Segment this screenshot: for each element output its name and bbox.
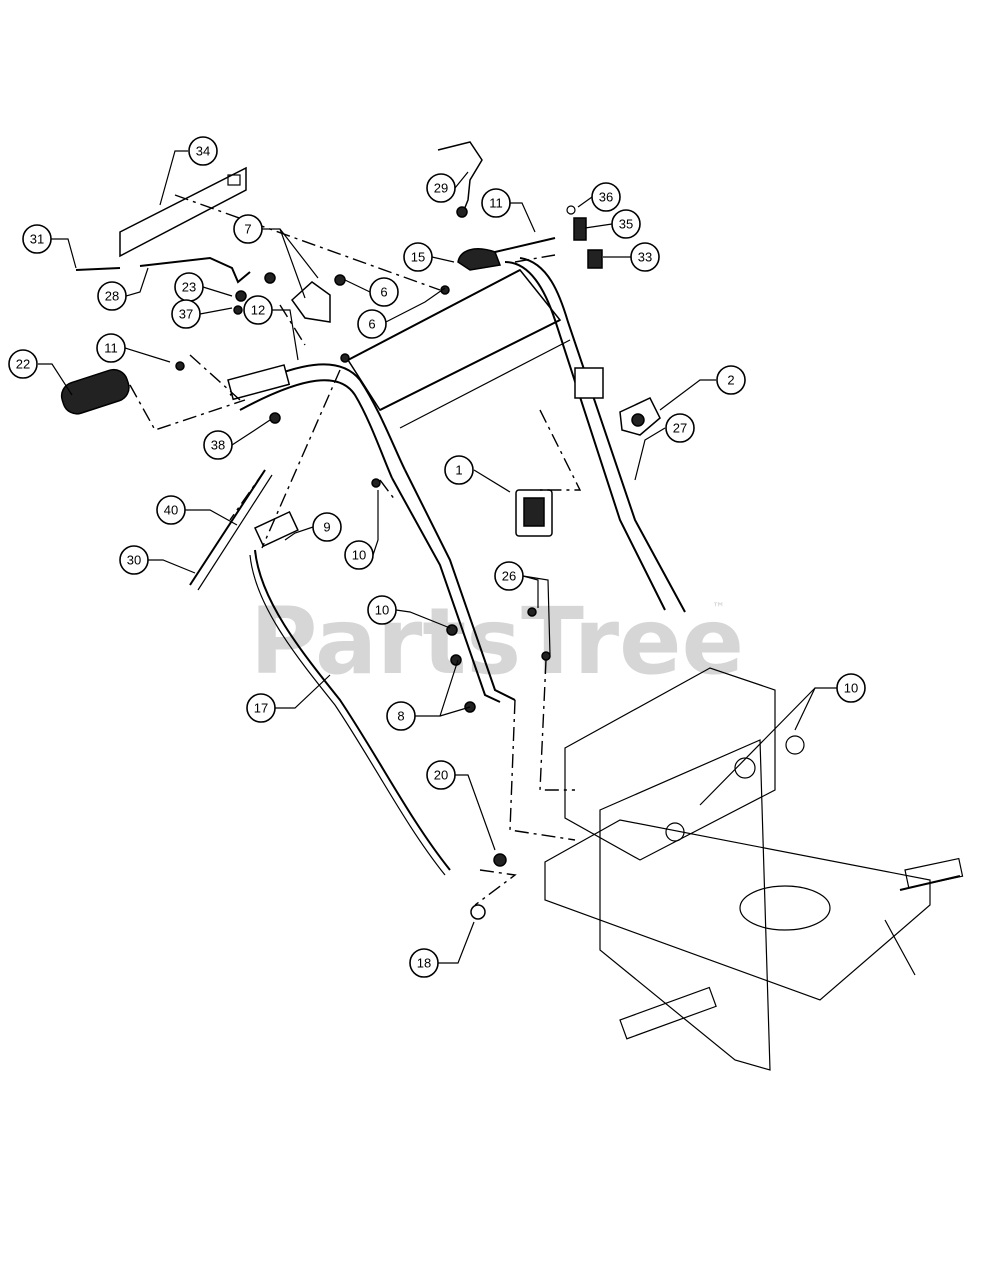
callout-label: 28 (105, 289, 119, 304)
callout-6[interactable]: 6 (357, 309, 387, 339)
callout-label: 11 (104, 341, 118, 356)
callout-31[interactable]: 31 (22, 224, 52, 254)
callout-label: 35 (619, 217, 633, 232)
assembly-lines (129, 194, 582, 906)
callout-29[interactable]: 29 (426, 173, 456, 203)
callout-2[interactable]: 2 (716, 365, 746, 395)
callout-label: 12 (251, 303, 265, 318)
callout-label: 36 (599, 190, 613, 205)
handle-grip (60, 368, 130, 415)
callout-label: 6 (368, 317, 375, 332)
callout-37[interactable]: 37 (171, 299, 201, 329)
callout-35[interactable]: 35 (611, 209, 641, 239)
callout-15[interactable]: 15 (403, 242, 433, 272)
shield-panel (119, 166, 247, 258)
callouts: 34 29 11 36 35 33 31 7 15 28 23 6 6 37 1… (8, 136, 866, 978)
callout-1[interactable]: 1 (444, 455, 474, 485)
lower-frame (544, 667, 964, 1071)
callout-12[interactable]: 12 (243, 295, 273, 325)
callout-label: 8 (397, 709, 404, 724)
callout-label: 23 (182, 280, 196, 295)
callout-label: 27 (673, 421, 687, 436)
callout-22[interactable]: 22 (8, 349, 38, 379)
callout-label: 10 (375, 603, 389, 618)
control-cables (189, 469, 451, 876)
callout-label: 34 (196, 144, 210, 159)
callout-label: 29 (434, 181, 448, 196)
callout-10[interactable]: 10 (836, 673, 866, 703)
callout-33[interactable]: 33 (630, 242, 660, 272)
callout-label: 10 (352, 548, 366, 563)
bracket-7 (264, 272, 346, 323)
callout-label: 15 (411, 250, 425, 265)
callout-11[interactable]: 11 (481, 188, 511, 218)
callout-23[interactable]: 23 (174, 272, 204, 302)
callout-30[interactable]: 30 (119, 545, 149, 575)
callout-label: 6 (380, 285, 387, 300)
chute-control (437, 141, 483, 218)
callout-9[interactable]: 9 (312, 512, 342, 542)
callout-label: 31 (30, 232, 44, 247)
callout-label: 37 (179, 307, 193, 322)
callout-label: 18 (417, 956, 431, 971)
callout-label: 20 (434, 768, 448, 783)
callout-label: 33 (638, 250, 652, 265)
callout-label: 40 (164, 503, 178, 518)
callout-label: 9 (323, 520, 330, 535)
callout-20[interactable]: 20 (426, 760, 456, 790)
callout-17[interactable]: 17 (246, 693, 276, 723)
watermark-text: PartsTree (250, 588, 744, 695)
callout-label: 10 (844, 681, 858, 696)
callout-10[interactable]: 10 (344, 540, 374, 570)
callout-28[interactable]: 28 (97, 281, 127, 311)
callout-label: 17 (254, 701, 268, 716)
watermark-trademark: ™ (712, 601, 725, 616)
leader-lines (38, 150, 837, 964)
callout-38[interactable]: 38 (203, 430, 233, 460)
callout-36[interactable]: 36 (591, 182, 621, 212)
upper-handle (227, 257, 686, 703)
callout-label: 26 (502, 569, 516, 584)
watermark: PartsTree ™ (250, 588, 744, 695)
callout-10[interactable]: 10 (367, 595, 397, 625)
callout-40[interactable]: 40 (156, 495, 186, 525)
shift-assembly (574, 367, 661, 436)
callout-26[interactable]: 26 (494, 561, 524, 591)
callout-8[interactable]: 8 (386, 701, 416, 731)
callout-label: 30 (127, 553, 141, 568)
part-1-block (515, 489, 553, 537)
callout-label: 11 (489, 196, 503, 211)
callout-label: 1 (455, 463, 462, 478)
callout-label: 2 (727, 373, 734, 388)
clutch-lever (75, 256, 251, 284)
callout-label: 7 (244, 222, 251, 237)
parts-artwork (60, 141, 964, 1071)
callout-7[interactable]: 7 (233, 214, 263, 244)
callout-6[interactable]: 6 (369, 277, 399, 307)
callout-27[interactable]: 27 (665, 413, 695, 443)
callout-34[interactable]: 34 (188, 136, 218, 166)
hardware-bolts (175, 285, 551, 920)
callout-label: 38 (211, 438, 225, 453)
callout-label: 22 (16, 357, 30, 372)
upper-right-hardware (457, 205, 603, 271)
callout-11[interactable]: 11 (96, 333, 126, 363)
callout-18[interactable]: 18 (409, 948, 439, 978)
